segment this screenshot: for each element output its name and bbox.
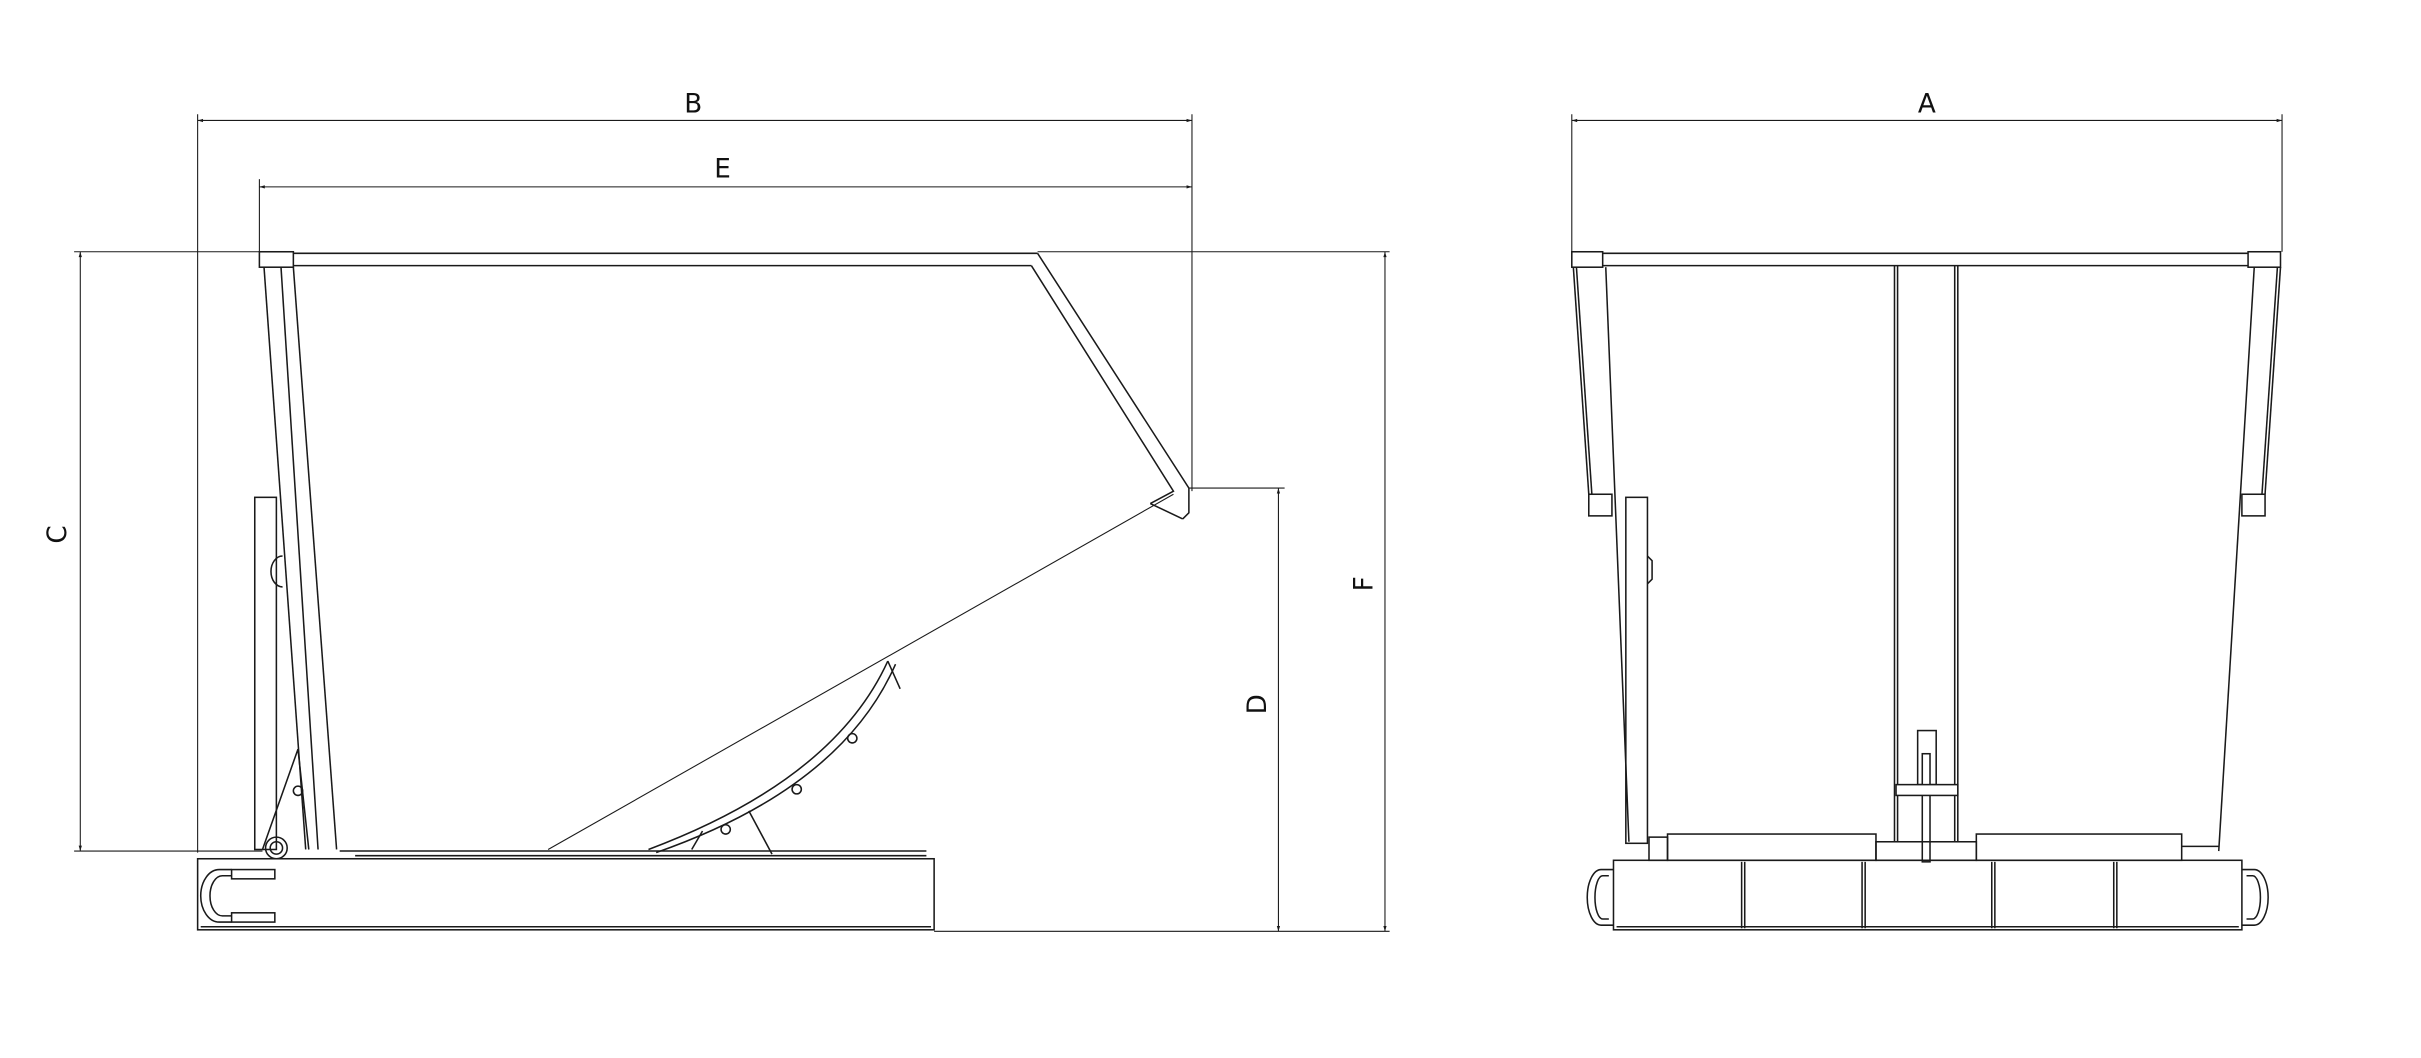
dimension-f-label: F xyxy=(1349,576,1379,591)
base-frame-front xyxy=(1586,833,2269,931)
tipping-lever xyxy=(253,496,310,851)
dimension-a-label: A xyxy=(1918,90,1936,120)
hopper-front xyxy=(1571,250,2282,863)
hopper-side xyxy=(258,250,1190,855)
dimension-c-label: C xyxy=(43,525,73,543)
front-view: A xyxy=(1571,90,2283,931)
base-frame-side xyxy=(196,850,935,931)
side-view: B E C D F xyxy=(43,90,1390,932)
pivot-pin-inner xyxy=(269,840,284,855)
dimension-b-label: B xyxy=(684,90,702,120)
dimension-e-label: E xyxy=(714,154,731,184)
dimension-d-label: D xyxy=(1243,694,1273,714)
